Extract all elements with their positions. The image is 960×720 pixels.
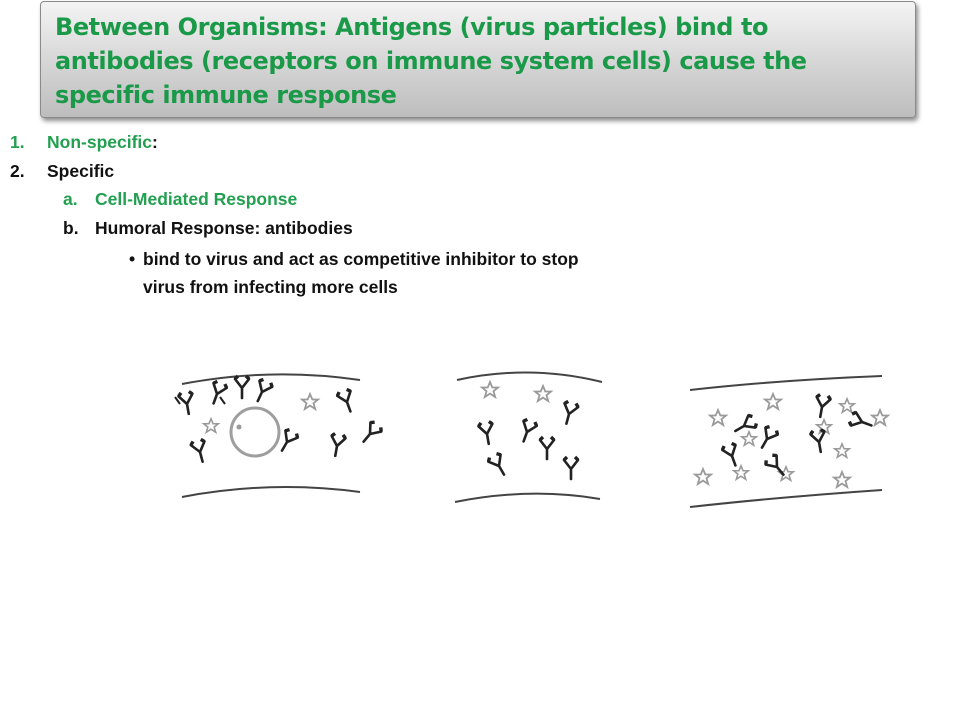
item-label: Specific (47, 161, 115, 181)
outline-subitem-cell-mediated: a. Cell-Mediated Response (63, 188, 297, 210)
antibody-virus-figure (174, 371, 889, 508)
subitem-letter: a. (63, 189, 78, 209)
subitem-label: Cell-Mediated Response (95, 189, 298, 209)
item-number: 2. (10, 161, 25, 181)
subitem-letter: b. (63, 218, 79, 238)
panel-1 (174, 373, 385, 498)
outline-item-specific: 2. Specific (10, 160, 114, 182)
bullet-text: bind to virus and act as competitive inh… (143, 249, 579, 297)
item-suffix: : (152, 132, 158, 152)
item-number: 1. (10, 132, 25, 152)
panel-3 (689, 375, 889, 508)
item-label: Non-specific (47, 132, 153, 152)
title-banner: Between Organisms: Antigens (virus parti… (40, 1, 916, 118)
bullet-icon: • (129, 249, 136, 269)
subitem-label: Humoral Response: antibodies (95, 218, 353, 238)
slide-title: Between Organisms: Antigens (virus parti… (55, 13, 807, 109)
panel-2 (454, 371, 603, 503)
cell-icon (229, 406, 281, 458)
outline-subitem-humoral: b. Humoral Response: antibodies (63, 217, 353, 239)
outline-item-nonspecific: 1. Non-specific: (10, 131, 158, 153)
